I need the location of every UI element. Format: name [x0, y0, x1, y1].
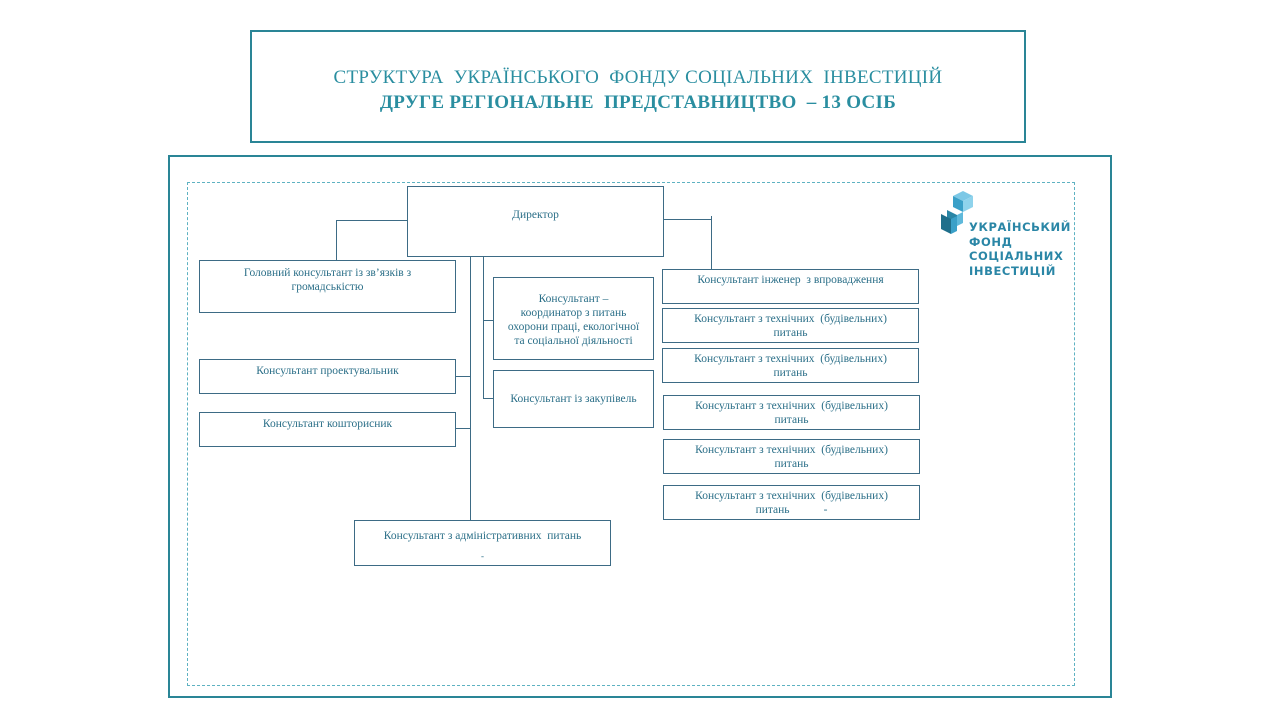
connector-procurement-h — [483, 398, 493, 399]
admin-consultant-label: Консультант з адміністративних питань — [383, 530, 582, 542]
logo-line-4: ІНВЕСТИЦІЙ — [969, 263, 1057, 278]
pr-consultant-line-1: Головний консультант із зв’язків з — [243, 267, 412, 279]
technical-consultant-3-line-2: питань — [774, 414, 809, 426]
logo-cube-top-left — [953, 196, 963, 212]
technical-consultant-box-5: Консультант з технічних (будівельних) пи… — [663, 485, 920, 520]
technical-consultant-box-1: Консультант з технічних (будівельних) пи… — [662, 308, 919, 343]
diagram-frame — [168, 155, 1112, 698]
connector-director-left-h — [336, 220, 407, 221]
cube-stairs-icon — [941, 191, 973, 234]
logo-line-2: ФОНД — [969, 234, 1013, 249]
estimator-consultant-label: Консультант кошторисник — [262, 418, 393, 430]
connector-director-right-v — [711, 216, 712, 269]
technical-consultant-4-line-2: питань — [774, 458, 809, 470]
connector-trunk — [470, 256, 471, 520]
connector-director-right-h — [663, 219, 711, 220]
pr-consultant-line-2: громадськістю — [291, 281, 364, 293]
technical-consultant-3-line-1: Консультант з технічних (будівельних) — [695, 400, 888, 412]
title-box: СТРУКТУРА УКРАЇНСЬКОГО ФОНДУ СОЦІАЛЬНИХ … — [250, 30, 1026, 143]
logo-line-3: СОЦІАЛЬНИХ — [969, 249, 1064, 263]
designer-consultant-label: Консультант проектувальник — [256, 365, 399, 377]
technical-consultant-1-line-1: Консультант з технічних (будівельних) — [694, 313, 887, 325]
logo-cube-top-right — [963, 196, 973, 212]
technical-consultant-2-line-1: Консультант з технічних (будівельних) — [694, 353, 887, 365]
admin-consultant-box: Консультант з адміністративних питань - — [354, 520, 611, 566]
logo-wordmark: УКРАЇНСЬКИЙ ФОНД СОЦІАЛЬНИХ ІНВЕСТИЦІЙ — [969, 220, 1071, 278]
engineer-consultant-box: Консультант інженер з впровадження — [662, 269, 919, 304]
ehs-consultant-line-3: охорони праці, екологічної — [507, 321, 640, 333]
technical-consultant-5-line-1: Консультант з технічних (будівельних) — [695, 490, 888, 502]
title-line-2: ДРУГЕ РЕГІОНАЛЬНЕ ПРЕДСТАВНИЦТВО – 13 ОС… — [379, 92, 897, 113]
technical-consultant-box-4: Консультант з технічних (будівельних) пи… — [663, 439, 920, 474]
ehs-consultant-line-2: координатор з питань — [520, 307, 627, 319]
logo-cube-mid-right — [957, 212, 963, 226]
ehs-consultant-line-4: та соціальної діяльності — [514, 335, 633, 347]
connector-ehs-h — [483, 320, 493, 321]
logo-cube-bottom-left — [941, 214, 951, 234]
technical-consultant-1-line-2: питань — [773, 327, 808, 339]
admin-consultant-mark: - — [481, 551, 484, 561]
technical-consultant-5-line-2: питань - — [664, 503, 919, 517]
designer-consultant-box: Консультант проектувальник — [199, 359, 456, 394]
logo-line-1: УКРАЇНСЬКИЙ — [969, 220, 1071, 234]
connector-director-left-v — [336, 220, 337, 260]
ehs-consultant-line-1: Консультант – — [538, 293, 609, 305]
connector-middle-v — [483, 256, 484, 398]
connector-designer-h — [455, 376, 470, 377]
procurement-consultant-label: Консультант із закупівель — [510, 393, 637, 405]
ehs-consultant-box: Консультант – координатор з питань охоро… — [493, 277, 654, 360]
procurement-consultant-box: Консультант із закупівель — [493, 370, 654, 428]
logo-cube-bottom-right — [951, 216, 957, 234]
technical-consultant-5-line-2-text: питань — [755, 504, 790, 516]
estimator-consultant-box: Консультант кошторисник — [199, 412, 456, 447]
technical-consultant-5-mark: - — [823, 504, 828, 516]
director-box: Директор — [407, 186, 664, 257]
technical-consultant-box-2: Консультант з технічних (будівельних) пи… — [662, 348, 919, 383]
technical-consultant-2-line-2: питань — [773, 367, 808, 379]
pr-consultant-box: Головний консультант із зв’язків з грома… — [199, 260, 456, 313]
director-label: Директор — [512, 209, 559, 221]
title-line-1: СТРУКТУРА УКРАЇНСЬКОГО ФОНДУ СОЦІАЛЬНИХ … — [333, 67, 943, 88]
diagram-dashed-frame — [187, 182, 1075, 686]
connector-estimator-h — [455, 428, 470, 429]
technical-consultant-box-3: Консультант з технічних (будівельних) пи… — [663, 395, 920, 430]
technical-consultant-4-line-1: Консультант з технічних (будівельних) — [695, 444, 888, 456]
engineer-consultant-label: Консультант інженер з впровадження — [697, 274, 884, 286]
